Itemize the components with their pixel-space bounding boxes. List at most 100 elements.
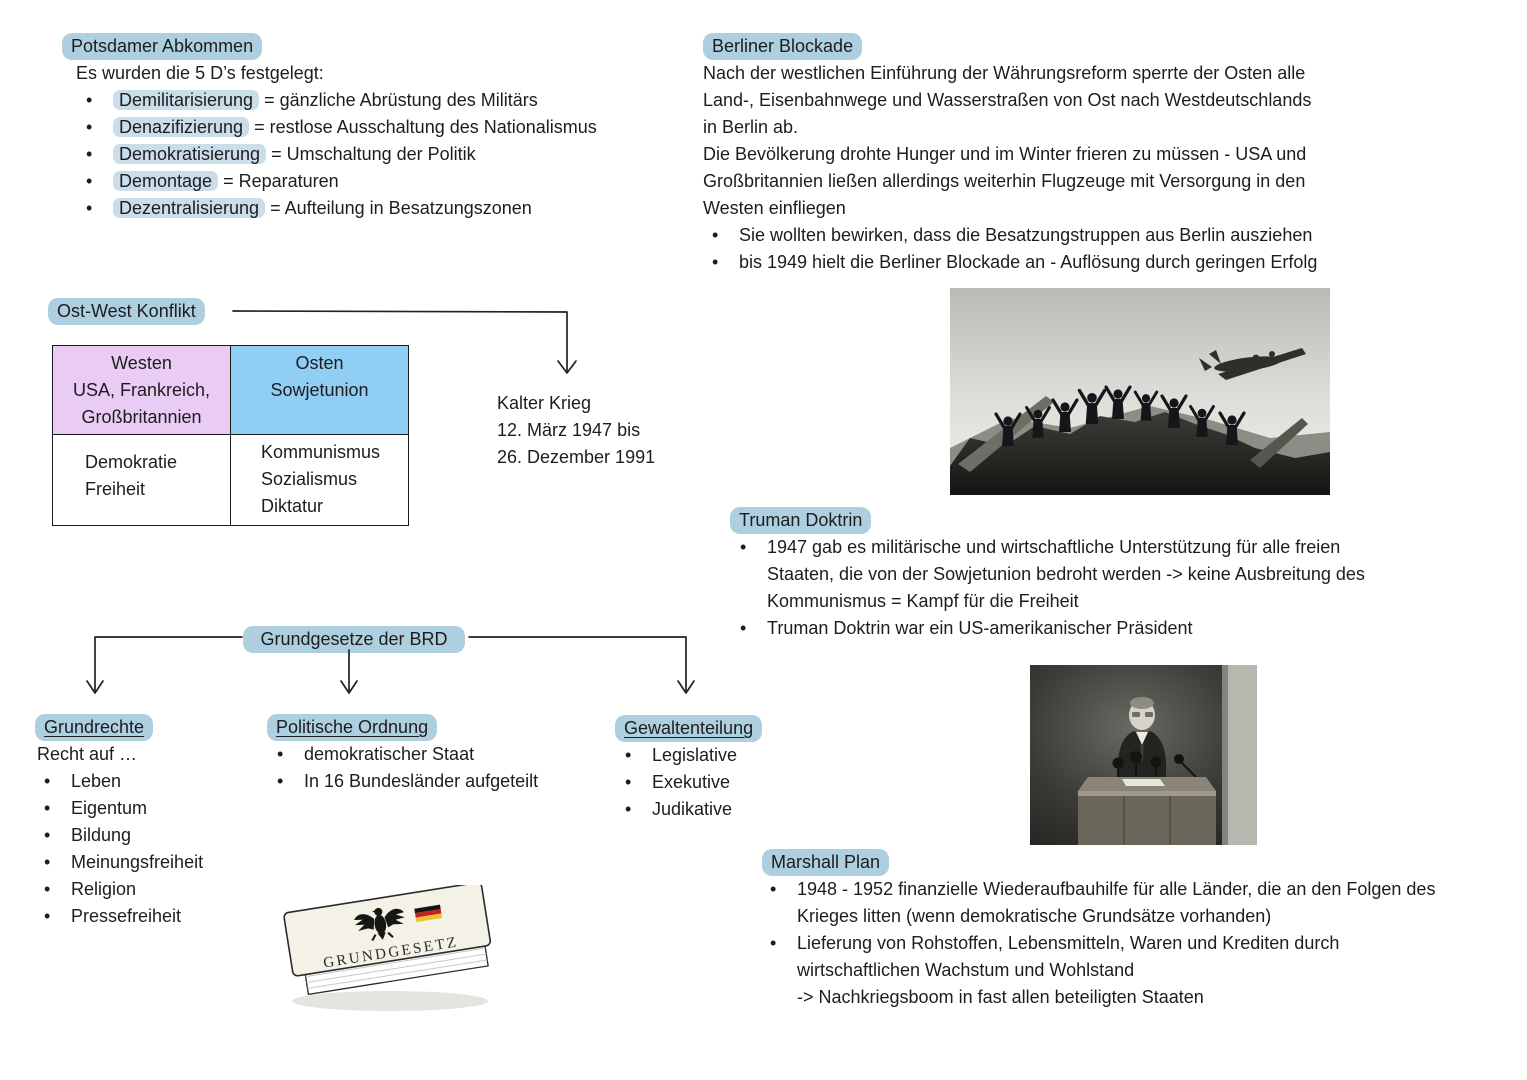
- bullet-icon: •: [86, 90, 93, 110]
- list-item: •Meinungsfreiheit: [44, 849, 265, 876]
- list-item: •Dezentralisierung = Aufteilung in Besat…: [86, 195, 682, 222]
- table-cell-westen-header: Westen USA, Frankreich, Großbritannien: [52, 345, 231, 435]
- section-potsdamer-abkommen: Potsdamer Abkommen Es wurden die 5 D’s f…: [62, 33, 682, 222]
- bullet-icon: •: [625, 772, 632, 792]
- bullet-icon: •: [86, 117, 93, 137]
- arrowhead-down-icon: [86, 680, 104, 694]
- bullet-icon: •: [277, 771, 284, 791]
- list-item: •1948 - 1952 finanzielle Wiederaufbauhil…: [770, 876, 1482, 930]
- berlin-airlift-photo-graphic: [950, 288, 1330, 495]
- list-item: •Leben: [44, 768, 265, 795]
- list-item: •Judikative: [625, 796, 835, 823]
- list-item: • Demokratisierung = Umschaltung der Poli…: [86, 141, 682, 168]
- list-item: •Sie wollten bewirken, dass die Besatzun…: [712, 222, 1383, 249]
- girder: [1250, 418, 1308, 468]
- list-item: •Religion: [44, 876, 265, 903]
- term-definition: = Umschaltung der Politik: [271, 144, 476, 164]
- bullet-icon: •: [44, 798, 51, 818]
- potsdamer-intro: Es wurden die 5 D’s festgelegt:: [76, 63, 324, 83]
- pillar: [1228, 665, 1257, 845]
- term-highlight: Demilitarisierung: [113, 90, 260, 110]
- list-item: •Legislative: [625, 742, 835, 769]
- kalter-krieg-line: 12. März 1947 bis: [497, 420, 641, 440]
- kalter-krieg-line: 26. Dezember 1991: [497, 447, 656, 467]
- connector-grundgesetze-to-gewaltenteilung: [468, 636, 687, 692]
- bullet-icon: •: [277, 744, 284, 764]
- list-item: •Denazifizierung = restlose Ausschaltung…: [86, 114, 682, 141]
- osten-header: Osten: [295, 353, 344, 373]
- gewaltenteilung-list: •Legislative •Exekutive •Judikative: [625, 742, 835, 823]
- term-definition: = Aufteilung in Besatzungszonen: [270, 198, 532, 218]
- heading-truman-doktrin: Truman Doktrin: [730, 507, 872, 534]
- heading-gewaltenteilung: Gewaltenteilung: [615, 715, 763, 742]
- microphones: [1112, 751, 1197, 778]
- arrowhead-down-icon: [677, 680, 695, 694]
- bullet-icon: •: [44, 825, 51, 845]
- table-cell-osten-values: Kommunismus Sozialismus Diktatur: [230, 434, 409, 526]
- section-gewaltenteilung: Gewaltenteilung •Legislative •Exekutive …: [615, 715, 835, 823]
- airplane-silhouette: [1199, 348, 1306, 380]
- list-item: • Demontage = Reparaturen: [86, 168, 682, 195]
- bullet-icon: •: [86, 171, 93, 191]
- heading-berliner-blockade: Berliner Blockade: [703, 33, 863, 60]
- osten-value: Kommunismus: [261, 442, 381, 462]
- osten-members: Sowjetunion: [270, 380, 369, 400]
- osten-value: Diktatur: [261, 496, 324, 516]
- podium: [1078, 777, 1216, 845]
- arrowhead-down-icon: [340, 680, 358, 694]
- kalter-krieg-line: Kalter Krieg: [497, 393, 592, 413]
- list-item: •Truman Doktrin war ein US-amerikanische…: [740, 615, 1390, 642]
- list-item: •Exekutive: [625, 769, 835, 796]
- connector-grundgesetze-to-grundrechte: [94, 636, 243, 692]
- list-item: •Demilitarisierung = gänzliche Abrüstung…: [86, 87, 682, 114]
- heading-ost-west-konflikt: Ost-West Konflikt: [48, 298, 205, 325]
- bullet-icon: •: [86, 144, 93, 164]
- bullet-icon: •: [625, 799, 632, 819]
- heading-grundrechte: Grundrechte: [35, 714, 154, 741]
- bullet-icon: •: [712, 225, 719, 245]
- marshall-list: •1948 - 1952 finanzielle Wiederaufbauhil…: [770, 876, 1482, 1011]
- list-item: •Eigentum: [44, 795, 265, 822]
- list-item: •demokratischer Staat: [277, 741, 597, 768]
- bullet-icon: •: [86, 198, 93, 218]
- grundgesetz-book-graphic: GRUNDGESETZ: [283, 885, 492, 1011]
- list-item: •In 16 Bundesländer aufgeteilt: [277, 768, 597, 795]
- foreground-rubble: [950, 412, 1330, 495]
- osten-value: Sozialismus: [261, 469, 358, 489]
- bullet-icon: •: [740, 537, 747, 557]
- westen-members: USA, Frankreich, Großbritannien: [72, 380, 211, 427]
- list-item: •bis 1949 hielt die Berliner Blockade an…: [712, 249, 1383, 276]
- section-truman-doktrin: Truman Doktrin •1947 gab es militärische…: [730, 507, 1390, 642]
- westen-value: Demokratie: [85, 452, 178, 472]
- westen-header: Westen: [111, 353, 172, 373]
- truman-speech-photo: [1030, 665, 1257, 845]
- list-item: •Pressefreiheit: [44, 903, 265, 930]
- term-definition: = restlose Ausschaltung des Nationalismu…: [254, 117, 597, 137]
- berlin-airlift-photo: [950, 288, 1330, 495]
- term-highlight: Demokratisierung: [113, 144, 267, 164]
- heading-potsdamer-abkommen: Potsdamer Abkommen: [62, 33, 263, 60]
- section-berliner-blockade: Berliner Blockade Nach der westlichen Ei…: [703, 33, 1383, 276]
- politische-ordnung-list: •demokratischer Staat •In 16 Bundeslände…: [277, 741, 597, 795]
- kalter-krieg-annotation: Kalter Krieg 12. März 1947 bis 26. Dezem…: [497, 390, 655, 471]
- list-item: •Bildung: [44, 822, 265, 849]
- term-highlight: Demontage: [113, 171, 219, 191]
- bullet-icon: •: [770, 933, 777, 953]
- bullet-icon: •: [44, 852, 51, 872]
- truman-speech-photo-graphic: [1030, 665, 1257, 845]
- bullet-icon: •: [44, 906, 51, 926]
- berliner-paragraph-2: Die Bevölkerung drohte Hunger und im Win…: [703, 144, 1307, 218]
- eagle-emblem: [354, 907, 405, 942]
- potsdamer-list: •Demilitarisierung = gänzliche Abrüstung…: [86, 87, 682, 222]
- berliner-list: •Sie wollten bewirken, dass die Besatzun…: [712, 222, 1383, 276]
- term-definition: = Reparaturen: [223, 171, 339, 191]
- german-flag: [414, 904, 443, 923]
- truman-list: •1947 gab es militärische und wirtschaft…: [740, 534, 1390, 642]
- section-marshall-plan: Marshall Plan •1948 - 1952 finanzielle W…: [762, 849, 1482, 1011]
- marshall-bullet-conclusion: -> Nachkriegsboom in fast allen beteilig…: [797, 987, 1204, 1007]
- bullet-icon: •: [740, 618, 747, 638]
- westen-value: Freiheit: [85, 479, 146, 499]
- section-politische-ordnung: Politische Ordnung •demokratischer Staat…: [267, 714, 597, 795]
- bullet-icon: •: [625, 745, 632, 765]
- marshall-bullet-text: Lieferung von Rohstoffen, Lebensmitteln,…: [797, 933, 1340, 980]
